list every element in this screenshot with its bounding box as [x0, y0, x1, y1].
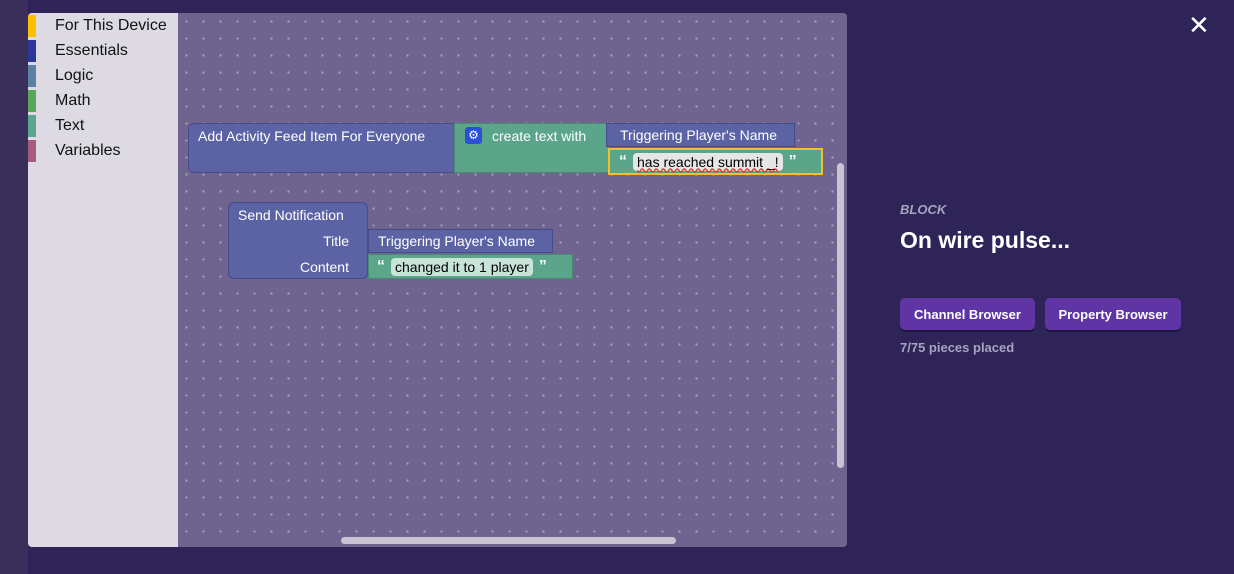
toolbox-category-variables[interactable]: Variables: [28, 139, 178, 163]
block-title: On wire pulse...: [900, 227, 1070, 253]
string-input[interactable]: changed it to 1 player: [391, 257, 533, 276]
property-browser-button[interactable]: Property Browser: [1045, 298, 1181, 330]
background: [0, 0, 28, 574]
toolbox-category-math[interactable]: Math: [28, 89, 178, 113]
block-label: Send Notification: [238, 207, 344, 223]
channel-browser-button[interactable]: Channel Browser: [900, 298, 1035, 330]
category-color-swatch: [28, 115, 36, 137]
vertical-scrollbar[interactable]: [837, 163, 844, 468]
create-text-label: create text with: [492, 128, 587, 144]
category-color-swatch: [28, 140, 36, 162]
text-string-block[interactable]: “ changed it to 1 player ”: [368, 254, 573, 279]
player-name-label: Triggering Player's Name: [378, 233, 535, 249]
category-label: Text: [55, 117, 85, 134]
close-quote: ”: [788, 152, 797, 170]
category-color-swatch: [28, 65, 36, 87]
close-quote: ”: [538, 257, 547, 275]
open-quote: “: [377, 257, 385, 275]
block-label: Add Activity Feed Item For Everyone: [198, 128, 426, 144]
add-activity-feed-block[interactable]: Add Activity Feed Item For Everyone: [188, 123, 458, 173]
title-label: Title: [323, 233, 349, 249]
close-icon[interactable]: ✕: [1188, 10, 1210, 40]
category-label: Essentials: [55, 42, 128, 59]
category-label: Math: [55, 92, 91, 109]
create-text-block[interactable]: ⚙ create text with: [454, 123, 610, 173]
open-quote: “: [619, 152, 627, 170]
player-name-label: Triggering Player's Name: [620, 127, 777, 143]
category-label: For This Device: [55, 17, 167, 34]
category-label: Variables: [55, 142, 121, 159]
horizontal-scrollbar[interactable]: [341, 537, 676, 544]
block-kicker: BLOCK: [900, 202, 947, 217]
toolbox-category-logic[interactable]: Logic: [28, 64, 178, 88]
string-input[interactable]: has reached summit _!: [633, 152, 783, 171]
gear-icon[interactable]: ⚙: [465, 127, 482, 144]
category-color-swatch: [28, 15, 36, 37]
workspace[interactable]: Add Activity Feed Item For Everyone ⚙ cr…: [178, 13, 847, 547]
category-label: Logic: [55, 67, 94, 84]
text-string-block[interactable]: “ has reached summit _! ”: [608, 148, 823, 175]
triggering-player-block[interactable]: Triggering Player's Name: [368, 229, 553, 253]
category-color-swatch: [28, 90, 36, 112]
toolbox-category-for-this-device[interactable]: For This Device: [28, 14, 178, 38]
send-notification-block[interactable]: Send Notification Title Content: [228, 202, 368, 279]
triggering-player-block[interactable]: Triggering Player's Name: [606, 123, 795, 147]
toolbox-category-text[interactable]: Text: [28, 114, 178, 138]
pieces-placed: 7/75 pieces placed: [900, 340, 1015, 355]
content-label: Content: [299, 259, 349, 275]
category-color-swatch: [28, 40, 36, 62]
toolbox-category-essentials[interactable]: Essentials: [28, 39, 178, 63]
